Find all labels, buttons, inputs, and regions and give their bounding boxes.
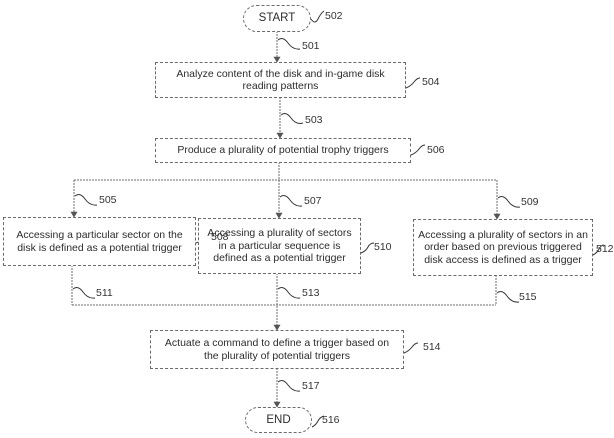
ref-514: 514	[423, 341, 441, 353]
ref-leader-506	[410, 144, 426, 156]
ref-leader-505	[74, 194, 98, 206]
ref-leader-511	[72, 287, 96, 299]
ref-506: 506	[427, 144, 445, 156]
ref-leader-502	[310, 10, 325, 23]
start-terminal: START	[243, 5, 311, 32]
ref-leader-514	[403, 342, 419, 354]
ref-leader-512	[592, 244, 605, 256]
ref-504: 504	[422, 76, 440, 88]
ref-512: 512	[596, 243, 614, 255]
ref-leader-501	[277, 38, 301, 50]
sequence-trigger-step: Accessing a plurality of sectors in a pa…	[198, 218, 361, 274]
ref-515: 515	[519, 291, 537, 303]
ref-510: 510	[374, 241, 392, 253]
ref-507: 507	[304, 195, 322, 207]
ref-leader-517	[277, 380, 301, 392]
ref-517: 517	[302, 380, 320, 392]
ref-leader-515	[496, 291, 520, 303]
arrow-head-icon	[275, 212, 283, 219]
ref-516: 516	[322, 414, 340, 426]
ref-leader-510	[360, 242, 375, 254]
ref-505: 505	[99, 194, 117, 206]
ref-511: 511	[96, 287, 113, 299]
ref-leader-509	[497, 196, 521, 208]
ref-leader-516	[311, 415, 325, 428]
arrow-head-icon	[70, 211, 78, 218]
ref-502: 502	[325, 10, 343, 22]
ref-503: 503	[305, 114, 323, 126]
analyze-step: Analyze content of the disk and in-game …	[155, 62, 406, 98]
ref-501: 501	[302, 40, 320, 52]
actuate-command-step: Actuate a command to define a trigger ba…	[150, 330, 404, 369]
ref-leader-507	[279, 195, 303, 207]
sector-trigger-step: Accessing a particular sector on the dis…	[3, 217, 196, 266]
order-trigger-step: Accessing a plurality of sectors in an o…	[413, 219, 593, 276]
ref-509: 509	[521, 196, 539, 208]
ref-leader-503	[280, 113, 304, 124]
ref-508: 508	[211, 231, 229, 243]
arrow-head-icon	[493, 213, 501, 220]
arrow-head-icon	[273, 56, 281, 63]
arrow-head-icon	[273, 401, 281, 408]
ref-513: 513	[302, 287, 320, 299]
end-terminal: END	[245, 407, 312, 433]
arrow-head-icon	[276, 132, 284, 139]
ref-leader-513	[277, 287, 301, 299]
ref-leader-504	[405, 77, 421, 89]
produce-triggers-step: Produce a plurality of potential trophy …	[155, 138, 411, 163]
arrow-head-icon	[273, 324, 281, 331]
